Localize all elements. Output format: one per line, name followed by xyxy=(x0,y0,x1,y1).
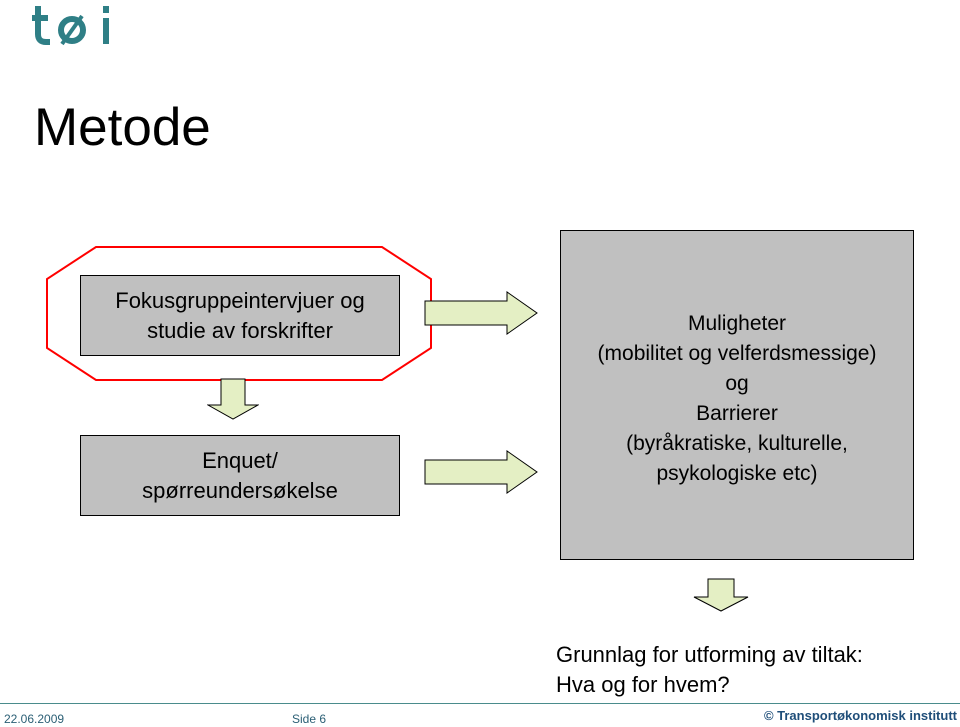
results-text: Muligheter (mobilitet og velferdsmessige… xyxy=(597,312,877,485)
survey-box: Enquet/ spørreundersøkelse xyxy=(80,435,400,516)
toi-logo xyxy=(32,6,109,46)
survey-text: Enquet/ spørreundersøkelse xyxy=(142,447,338,503)
footer-copyright: © Transportøkonomisk institutt xyxy=(763,708,957,723)
slide-title: Metode xyxy=(34,98,211,157)
down-arrow-icon xyxy=(693,578,749,612)
footer-page-number: Side 6 xyxy=(292,712,327,726)
right-arrow-icon xyxy=(424,450,538,494)
footer-divider xyxy=(0,703,960,704)
focus-group-text: Fokusgruppeintervjuer og studie av forsk… xyxy=(115,287,365,343)
results-box: Muligheter (mobilitet og velferdsmessige… xyxy=(560,230,914,560)
down-arrow-icon xyxy=(207,378,259,420)
right-arrow-icon xyxy=(424,291,538,335)
highlight-octagon xyxy=(46,246,432,381)
footer-date: 22.06.2009 xyxy=(4,712,65,726)
conclusion-text: Grunnlag for utforming av tiltak: Hva og… xyxy=(556,642,863,697)
focus-group-box: Fokusgruppeintervjuer og studie av forsk… xyxy=(80,275,400,356)
